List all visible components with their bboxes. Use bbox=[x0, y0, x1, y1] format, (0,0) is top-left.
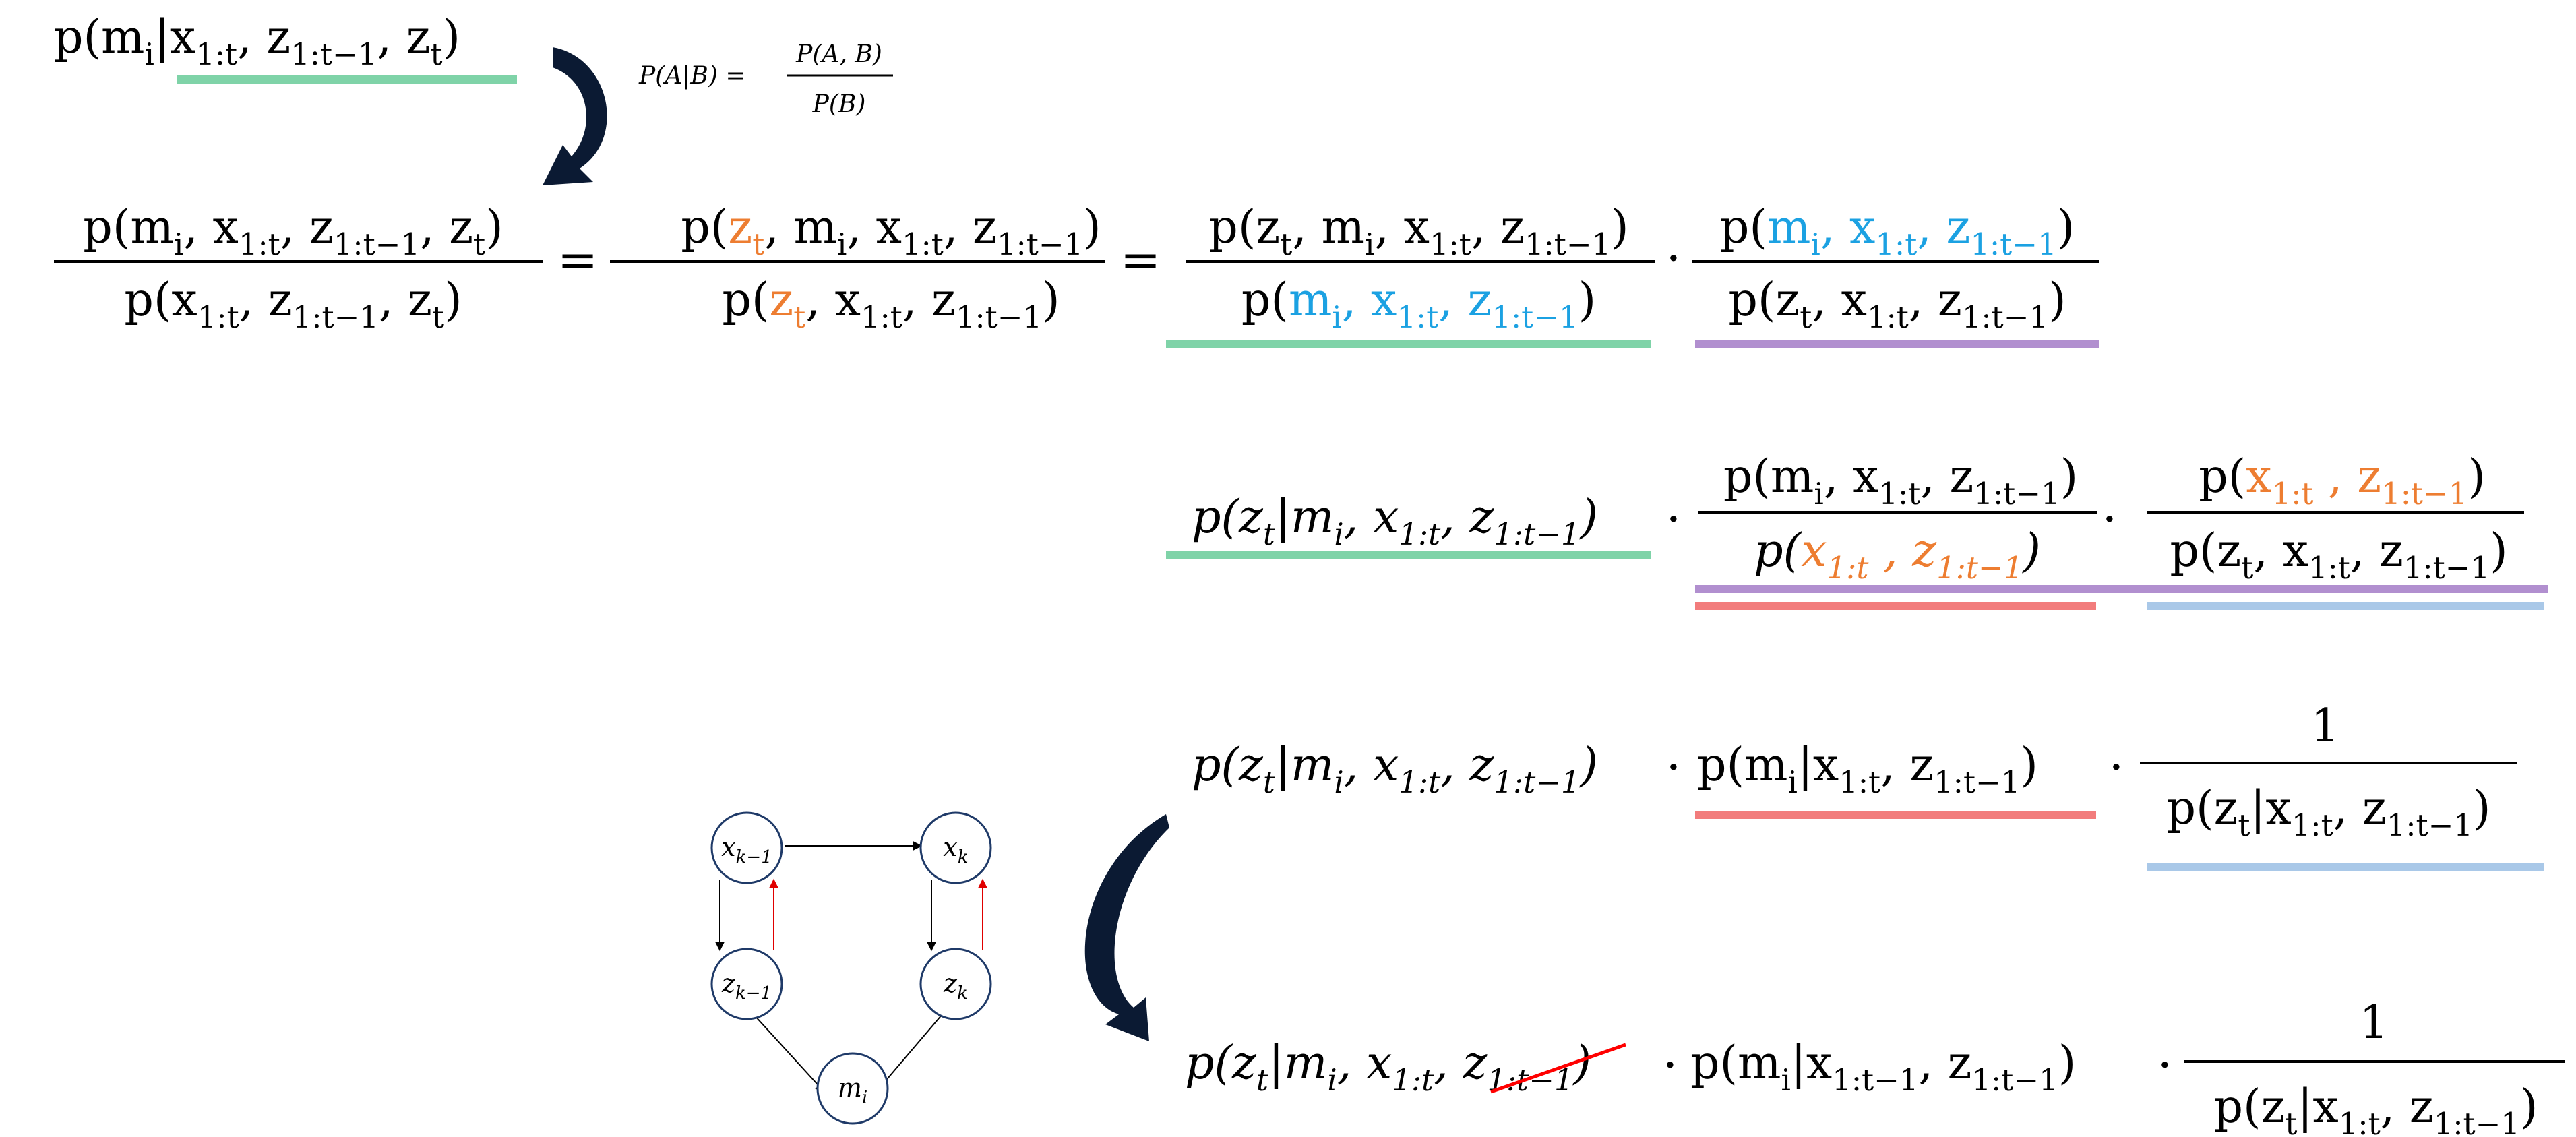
row1-frac3-numerator: p(zt, mi, x1:t, z1:t−1) bbox=[1208, 201, 1628, 262]
row1-equals-1: = bbox=[557, 231, 598, 288]
row4-prior-term: p(mi|x1:t−1, z1:t−1) bbox=[1690, 1037, 2076, 1098]
red-underline-row2 bbox=[1695, 602, 2096, 610]
row1-frac3-denominator: p(mi, x1:t, z1:t−1) bbox=[1241, 274, 1596, 335]
row3-prior-term: p(mi|x1:t, z1:t−1) bbox=[1697, 739, 2038, 800]
node-mi: mi bbox=[816, 1052, 889, 1125]
node-zk: zk bbox=[919, 948, 992, 1020]
red-underline-row3 bbox=[1695, 811, 2096, 819]
green-underline-top bbox=[177, 75, 517, 84]
lightblue-underline-row3 bbox=[2147, 863, 2544, 871]
node-xkm1: xk−1 bbox=[710, 811, 783, 884]
bayes-rule-denominator: P(B) bbox=[812, 90, 866, 118]
row1-frac4-denominator: p(zt, x1:t, z1:t−1) bbox=[1728, 274, 2066, 335]
row1-multiply-dot: · bbox=[1666, 230, 1682, 286]
curved-arrow-top-icon bbox=[543, 47, 607, 185]
row4-frac-numerator: 1 bbox=[2359, 996, 2388, 1049]
node-xk: xk bbox=[919, 811, 992, 884]
node-zk-label: zk bbox=[943, 969, 968, 1004]
row2-multiply-dot-2: · bbox=[2102, 491, 2118, 547]
row3-frac-denominator: p(zt|x1:t, z1:t−1) bbox=[2167, 782, 2491, 843]
row2-multiply-dot-1: · bbox=[1666, 491, 1682, 547]
node-mi-label: mi bbox=[838, 1073, 867, 1108]
row2-frac2-denominator: p(zt, x1:t, z1:t−1) bbox=[2170, 524, 2507, 586]
purple-underline-row2 bbox=[1695, 585, 2548, 593]
row3-likelihood-term: p(zt|mi, x1:t, z1:t−1) bbox=[1192, 739, 1598, 800]
row2-frac1-denominator: p(x1:t , z1:t−1) bbox=[1754, 524, 2041, 586]
node-xkm1-label: xk−1 bbox=[721, 832, 772, 867]
strikethrough-z-icon bbox=[1490, 1043, 1626, 1094]
row4-likelihood-term: p(zt|mi, x1:t, z1:t−1) bbox=[1185, 1037, 1591, 1098]
row2-frac1-numerator: p(mi, x1:t, z1:t−1) bbox=[1723, 450, 2078, 512]
row1-frac2-denominator: p(zt, x1:t, z1:t−1) bbox=[722, 274, 1060, 335]
row1-frac2-numerator: p(zt, mi, x1:t, z1:t−1) bbox=[681, 201, 1101, 262]
row1-frac4-numerator: p(mi, x1:t, z1:t−1) bbox=[1720, 201, 2075, 262]
row4-multiply-dot-1: · bbox=[1663, 1037, 1678, 1093]
node-zkm1-label: zk−1 bbox=[721, 969, 772, 1004]
row1-frac1-numerator: p(mi, x1:t, z1:t−1, zt) bbox=[83, 201, 503, 262]
bayes-rule-lhs: P(A|B) = bbox=[638, 62, 746, 90]
row3-frac-numerator: 1 bbox=[2310, 700, 2339, 753]
curved-arrow-bottom-icon bbox=[1084, 814, 1169, 1041]
lightblue-underline-row2 bbox=[2147, 602, 2544, 610]
node-zkm1: zk−1 bbox=[710, 948, 783, 1020]
row3-multiply-dot-2: · bbox=[2109, 739, 2124, 795]
row3-multiply-dot-1: · bbox=[1666, 739, 1682, 795]
graphical-model: xk−1 xk zk−1 zk mi bbox=[710, 811, 992, 1125]
node-xk-label: xk bbox=[943, 832, 968, 867]
row4-multiply-dot-2: · bbox=[2157, 1037, 2173, 1093]
bayes-rule-numerator: P(A, B) bbox=[795, 40, 882, 68]
row1-frac1-denominator: p(x1:t, z1:t−1, zt) bbox=[124, 274, 462, 335]
green-underline-row1 bbox=[1166, 340, 1651, 348]
posterior-expression: p(mi|x1:t, z1:t−1, zt) bbox=[54, 11, 460, 72]
edge-zkm1-to-mi bbox=[753, 1014, 825, 1093]
purple-underline-row1 bbox=[1695, 340, 2099, 348]
row4-frac-denominator: p(zt|x1:t, z1:t−1) bbox=[2214, 1080, 2538, 1137]
row2-likelihood-term: p(zt|mi, x1:t, z1:t−1) bbox=[1192, 491, 1598, 552]
row1-equals-2: = bbox=[1120, 231, 1161, 288]
green-underline-row2 bbox=[1166, 551, 1651, 559]
row2-frac2-numerator: p(x1:t , z1:t−1) bbox=[2199, 450, 2486, 512]
